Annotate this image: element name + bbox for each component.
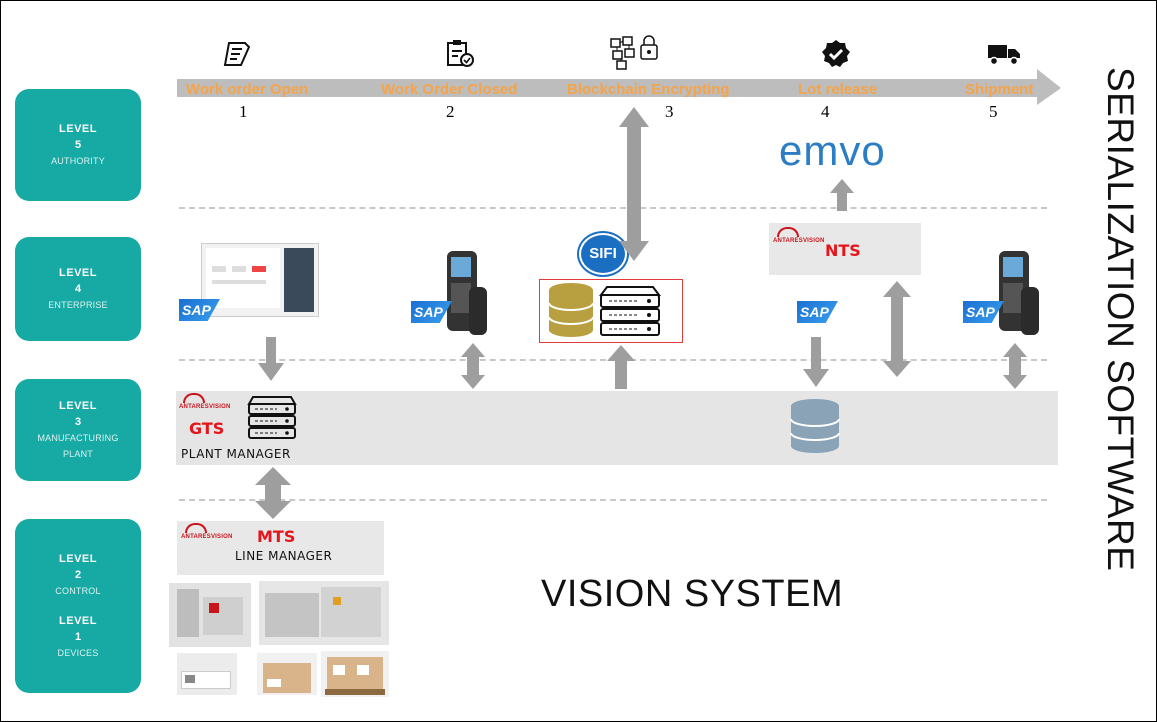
step-label-5: Shipment <box>965 81 1034 98</box>
database-icon <box>790 399 840 453</box>
document-icon <box>223 42 251 66</box>
timeline-arrow <box>177 69 1061 105</box>
arrow-scanner-2 <box>1003 343 1027 389</box>
step-number-1: 1 <box>239 102 248 121</box>
handheld-scanner <box>447 251 487 335</box>
level-name-b: DEVICES <box>57 648 99 658</box>
level-title: LEVEL <box>59 400 97 412</box>
mts-label: MTS <box>257 527 296 546</box>
pallet-image <box>321 651 389 697</box>
vision-system-title: VISION SYSTEM <box>541 573 844 615</box>
level-number: 5 <box>74 139 82 151</box>
level-title: LEVEL <box>59 123 97 135</box>
carton-image <box>257 653 317 695</box>
badge-check-icon <box>822 40 850 67</box>
level-number-b: 1 <box>74 631 82 643</box>
plant-manager-label: PLANT MANAGER <box>181 447 291 461</box>
arrow-sap-down <box>258 337 284 381</box>
sifi-logo: SIFI <box>579 233 627 275</box>
nts-label: NTS <box>825 241 861 260</box>
serialization-software-title: SERIALIZATION SOFTWARE <box>1100 67 1141 572</box>
level-title-b: LEVEL <box>59 615 97 627</box>
arrow-scanner-1 <box>461 343 485 389</box>
level-4-box: LEVEL 4 ENTERPRISE <box>15 237 141 341</box>
level-number: 4 <box>74 283 82 295</box>
sap-logo: SAP <box>179 299 220 321</box>
level-number: 2 <box>74 569 82 581</box>
product-box-image <box>177 653 237 695</box>
clipboard-check-icon <box>447 40 474 67</box>
level-number: 3 <box>74 416 82 428</box>
machine-image <box>169 583 251 647</box>
sap-logo: SAP <box>797 301 838 323</box>
plant-band <box>176 391 1058 465</box>
arrow-db-up <box>607 345 635 389</box>
step-number-2: 2 <box>446 102 455 121</box>
level-title: LEVEL <box>59 267 97 279</box>
arrow-nts <box>883 281 911 377</box>
mts-box <box>177 521 384 575</box>
blockchain-icon <box>610 35 658 70</box>
step-number-5: 5 <box>989 102 998 121</box>
arrow-blockchain <box>619 107 649 261</box>
level-3-box: LEVEL 3 MANUFACTURING PLANT <box>15 379 141 481</box>
level-name: CONTROL <box>55 586 101 596</box>
handheld-scanner <box>999 251 1039 335</box>
arrow-sap-db-down <box>803 337 829 387</box>
server-icon <box>247 396 297 439</box>
truck-icon <box>988 45 1020 66</box>
step-label-1: Work order Open <box>186 81 309 98</box>
packaging-machine-image <box>259 581 389 645</box>
sap-logo: SAP <box>411 301 452 323</box>
arrow-gts-mts <box>255 467 291 519</box>
step-number-4: 4 <box>821 102 830 121</box>
step-number-3: 3 <box>665 102 674 121</box>
level-name: ENTERPRISE <box>48 300 108 310</box>
step-label-4: Lot release <box>798 81 878 98</box>
gts-label: GTS <box>189 419 225 438</box>
separator-line <box>179 207 1047 209</box>
level-name: AUTHORITY <box>51 156 105 166</box>
step-label-3: Blockchain Encrypting <box>567 81 730 98</box>
antares-vision-logo: ANTARESVISION <box>179 393 231 410</box>
server-icon <box>599 286 661 336</box>
level-title: LEVEL <box>59 553 97 565</box>
emvo-logo: emvo <box>779 127 886 174</box>
database-icon <box>548 283 594 337</box>
antares-vision-logo: ANTARESVISION <box>773 227 825 244</box>
level-5-box: LEVEL 5 AUTHORITY <box>15 89 141 201</box>
antares-vision-logo: ANTARESVISION <box>181 523 233 540</box>
level-name-2: PLANT <box>62 449 93 459</box>
separator-line <box>179 499 1047 501</box>
sap-dashboard-screenshot <box>201 243 319 317</box>
line-manager-label: LINE MANAGER <box>235 549 333 563</box>
level-name: MANUFACTURING <box>37 433 119 443</box>
step-label-2: Work Order Closed <box>381 81 518 98</box>
sap-logo: SAP <box>963 301 1004 323</box>
level-2-1-box: LEVEL 2 CONTROL LEVEL 1 DEVICES <box>15 519 141 693</box>
arrow-emvo <box>830 179 854 211</box>
